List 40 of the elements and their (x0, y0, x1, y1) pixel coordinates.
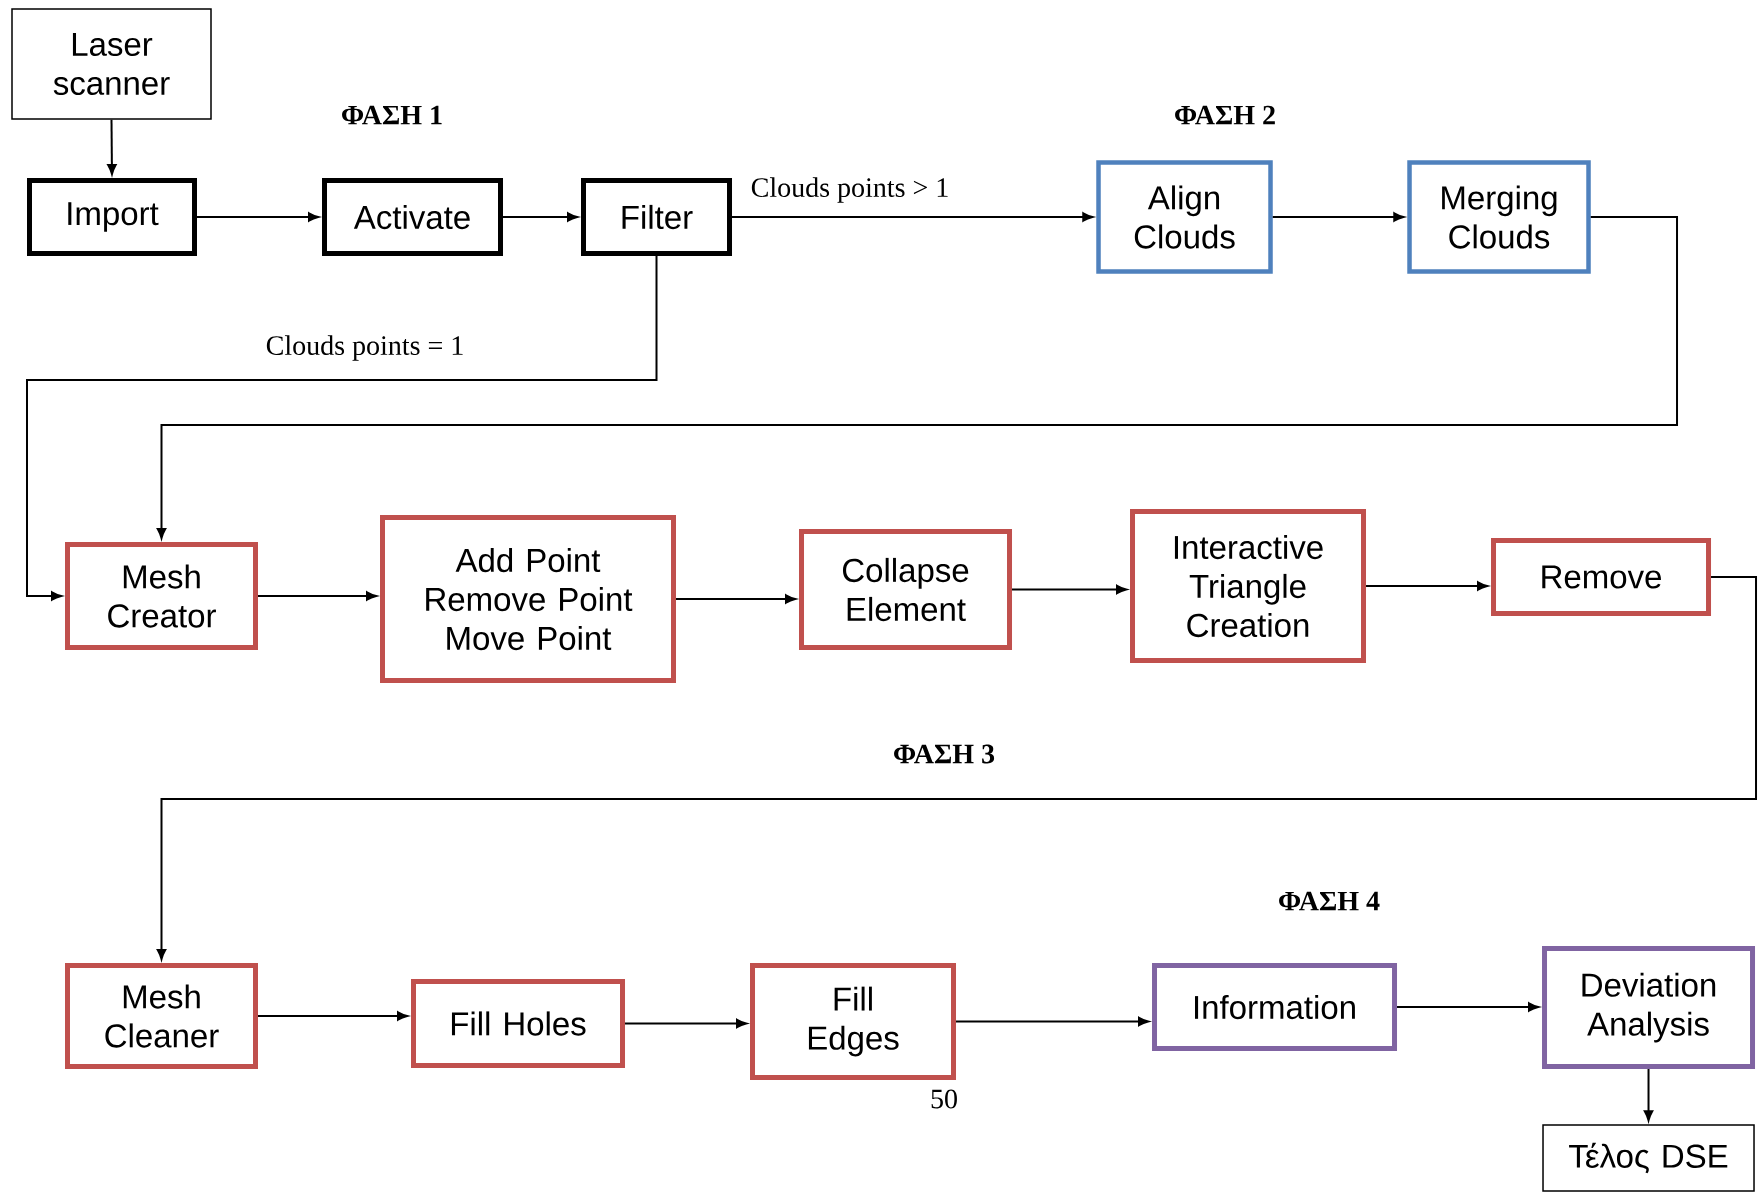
process-box: Mesh Creator (65, 542, 258, 650)
process-box: Align Clouds (1096, 160, 1273, 274)
phase-heading: ΦΑΣΗ 4 (1279, 891, 1380, 911)
process-box: Τέλος DSE (1542, 1124, 1755, 1192)
arrow (1643, 1068, 1654, 1122)
arrow (257, 591, 378, 601)
edge-label: Clouds points > 1 (748, 175, 952, 205)
process-box: Filter (581, 178, 732, 256)
arrow (731, 212, 1094, 222)
process-box: Merging Clouds (1407, 160, 1591, 274)
process-box: Fill Edges (750, 963, 956, 1080)
process-box: Fill Holes (411, 979, 625, 1068)
process-box: Information (1152, 963, 1397, 1051)
arrow (1271, 212, 1405, 222)
arrow (955, 1016, 1150, 1027)
arrow (196, 212, 320, 222)
arrow (257, 1011, 409, 1021)
process-box: Laser scanner (11, 8, 212, 120)
edge-label: Clouds points = 1 (263, 333, 467, 363)
arrow (156, 576, 1757, 961)
arrow (107, 118, 117, 176)
arrow (26, 255, 658, 601)
process-box: Import (27, 178, 197, 256)
arrow (1396, 1002, 1540, 1012)
arrow (1011, 584, 1128, 595)
arrow (502, 212, 579, 222)
phase-heading: ΦΑΣΗ 2 (1175, 105, 1275, 125)
process-box: Interactive Triangle Creation (1130, 509, 1366, 663)
process-box: Remove (1491, 538, 1711, 616)
arrow (624, 1018, 748, 1029)
arrow (1365, 581, 1489, 591)
phase-heading: ΦΑΣΗ 3 (894, 744, 995, 764)
process-box: Deviation Analysis (1542, 946, 1755, 1069)
process-box: Activate (322, 178, 503, 256)
phase-heading: ΦΑΣΗ 1 (342, 105, 442, 125)
process-box: Collapse Element (799, 529, 1012, 650)
process-box: Add Point Remove Point Move Point (380, 515, 676, 683)
arrow (156, 216, 1678, 540)
arrow (675, 594, 797, 604)
process-box: Mesh Cleaner (65, 963, 258, 1069)
